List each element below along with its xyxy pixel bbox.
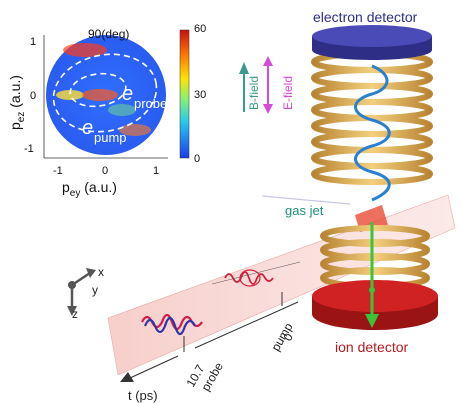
- t-axis-label: t (ps): [128, 388, 158, 403]
- pump-pulse-ring: [239, 269, 261, 287]
- probe-pulse-blue: [143, 316, 196, 336]
- ion-marker: [369, 287, 375, 293]
- hotspot-center: [82, 89, 118, 101]
- time-axis-line: [194, 301, 299, 349]
- ion-detector-top: [312, 280, 438, 312]
- y-tick-0: 0: [30, 90, 36, 102]
- gas-jet-label: gas jet: [285, 203, 324, 218]
- ion-trajectory-arrowhead: [365, 314, 379, 328]
- ion-detector-label: ion detector: [335, 339, 408, 355]
- momentum-map-inset: 90(deg) e probe e pump 1 0 -1 -1 0 1 pez…: [7, 23, 206, 199]
- field-arrows: B-field E-field: [239, 56, 295, 114]
- ion-detector: ion detector: [312, 280, 438, 355]
- colorbar: [179, 29, 190, 159]
- e-field-label: E-field: [281, 76, 295, 110]
- probe-pulse: [141, 313, 203, 336]
- probe-label: e: [122, 83, 133, 105]
- e-field-arrowhead-bottom: [263, 104, 273, 114]
- electron-detector: electron detector: [312, 9, 432, 60]
- hotspot-bottom: [119, 124, 151, 136]
- y-tick-neg1: -1: [24, 143, 34, 155]
- probe-ellipse: [69, 72, 127, 108]
- inset-axis-frame: [43, 35, 168, 159]
- x-tick-neg1: -1: [53, 165, 63, 177]
- axis-y-label: y: [92, 283, 98, 297]
- t-axis-arrowhead: [120, 372, 134, 382]
- upper-coil-stack: [311, 51, 433, 185]
- z-axis-arrowhead: [67, 306, 77, 316]
- colorbar-tick-0: 0: [194, 153, 200, 165]
- hotspot-green: [108, 104, 136, 116]
- y-axis-origin: [68, 281, 76, 289]
- coordinate-axes: x y z: [67, 265, 104, 321]
- y-tick-1: 1: [30, 36, 36, 48]
- electron-detector-top: [312, 25, 432, 47]
- x-tick-1: 1: [153, 165, 159, 177]
- pump-pulse: [211, 261, 301, 287]
- pump-sub: pump: [94, 130, 127, 145]
- x-axis-arrowhead: [86, 268, 96, 278]
- b-field-arrowhead: [239, 62, 249, 74]
- y-axis-label: pez (a.u.): [7, 75, 27, 130]
- colorbar-tick-30: 30: [194, 89, 206, 101]
- hotspot-top: [63, 43, 107, 57]
- t-axis-arrow: [129, 355, 179, 379]
- electron-detector-label: electron detector: [313, 9, 418, 25]
- hotspot-left: [56, 90, 84, 100]
- electron-trajectory: [354, 64, 391, 202]
- pump-pulse-axis: [211, 261, 301, 285]
- probe-sub: probe: [134, 96, 167, 111]
- colorbar-tick-60: 60: [194, 23, 206, 35]
- b-field-label: B-field: [247, 76, 261, 110]
- angle-label: 90(deg): [88, 27, 129, 41]
- pump-pulse-wave: [224, 271, 274, 285]
- axis-x-label: x: [98, 265, 104, 279]
- x-tick-0: 0: [102, 165, 108, 177]
- pump-ellipse: [52, 53, 158, 133]
- pump-label: e: [82, 117, 93, 139]
- e-field-arrowhead-top: [263, 56, 273, 66]
- coil-ring: [311, 163, 433, 185]
- svg-text:pez (a.u.): pez (a.u.): [7, 75, 27, 130]
- gas-jet-stream: [261, 195, 351, 205]
- axis-z-label: z: [72, 307, 78, 321]
- x-axis-label: pey (a.u.): [62, 179, 117, 199]
